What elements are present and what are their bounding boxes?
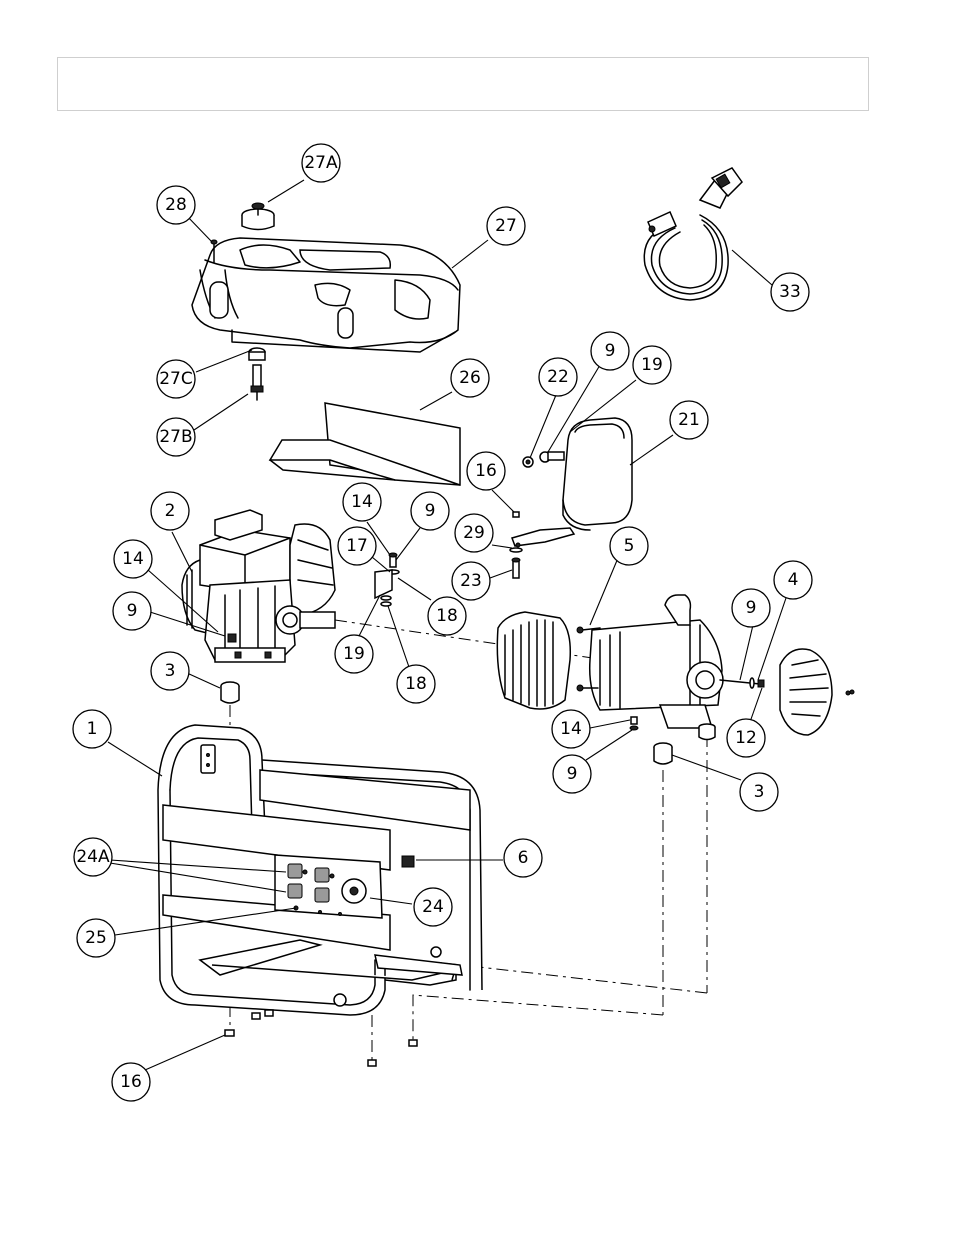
callout-21: 21 [670, 401, 708, 439]
callout-16b: 16 [112, 1063, 150, 1101]
callout-4: 4 [774, 561, 812, 599]
callout-27a: 27A [302, 144, 340, 182]
svg-text:6: 6 [518, 848, 529, 868]
svg-text:21: 21 [678, 410, 700, 430]
svg-text:14: 14 [560, 719, 582, 739]
callout-14c: 14 [552, 710, 590, 748]
callout-5: 5 [610, 527, 648, 565]
svg-text:22: 22 [547, 367, 569, 387]
fuel-cap [242, 203, 274, 230]
callout-18a: 18 [428, 597, 466, 635]
end-cover [780, 649, 854, 735]
svg-text:16: 16 [475, 461, 497, 481]
callout-17: 17 [338, 527, 376, 565]
svg-text:3: 3 [754, 782, 765, 802]
svg-text:27: 27 [495, 216, 517, 236]
svg-text:29: 29 [463, 523, 485, 543]
callout-22: 22 [539, 358, 577, 396]
callout-3b: 3 [740, 773, 778, 811]
svg-text:18: 18 [436, 606, 458, 626]
callout-9d: 9 [732, 589, 770, 627]
svg-text:9: 9 [746, 598, 757, 618]
muffler [512, 418, 632, 547]
callout-18b: 18 [397, 665, 435, 703]
svg-text:12: 12 [735, 728, 757, 748]
rubber-mount-right [654, 724, 715, 764]
callout-26: 26 [451, 359, 489, 397]
rubber-mount-left [221, 682, 239, 703]
svg-text:3: 3 [165, 661, 176, 681]
svg-text:26: 26 [459, 368, 481, 388]
callout-28: 28 [157, 186, 195, 224]
power-cord [644, 168, 742, 300]
callout-12: 12 [727, 719, 765, 757]
callout-29: 29 [455, 514, 493, 552]
callout-9c: 9 [411, 492, 449, 530]
callout-19a: 19 [633, 346, 671, 384]
callout-14a: 14 [114, 540, 152, 578]
svg-text:24A: 24A [76, 847, 110, 867]
svg-text:14: 14 [122, 549, 144, 569]
callout-27: 27 [487, 207, 525, 245]
svg-text:1: 1 [87, 719, 98, 739]
callout-9a: 9 [591, 332, 629, 370]
callout-9b: 9 [113, 592, 151, 630]
svg-text:33: 33 [779, 282, 801, 302]
callout-24a: 24A [74, 838, 112, 876]
svg-text:14: 14 [351, 492, 373, 512]
alternator [497, 595, 723, 728]
heat-shield [270, 403, 460, 485]
svg-text:28: 28 [165, 195, 187, 215]
svg-text:5: 5 [624, 536, 635, 556]
callout-25: 25 [77, 919, 115, 957]
alternator-base-fasteners [630, 717, 638, 730]
callout-9e: 9 [553, 755, 591, 793]
callout-1: 1 [73, 710, 111, 748]
callout-19b: 19 [335, 635, 373, 673]
callout-16a: 16 [467, 452, 505, 490]
outlet-cover [402, 856, 414, 867]
svg-text:19: 19 [343, 644, 365, 664]
frame-nuts [225, 1010, 417, 1066]
svg-text:25: 25 [85, 928, 107, 948]
svg-text:19: 19 [641, 355, 663, 375]
svg-text:24: 24 [422, 897, 444, 917]
svg-text:27C: 27C [159, 369, 193, 389]
svg-text:9: 9 [425, 501, 436, 521]
callout-27c: 27C [157, 360, 195, 398]
callout-27b: 27B [157, 418, 195, 456]
callout-23: 23 [452, 562, 490, 600]
svg-text:17: 17 [346, 536, 368, 556]
callout-3a: 3 [151, 652, 189, 690]
svg-text:23: 23 [460, 571, 482, 591]
callout-2: 2 [151, 492, 189, 530]
svg-text:27B: 27B [159, 427, 192, 447]
svg-text:9: 9 [567, 764, 578, 784]
callout-33: 33 [771, 273, 809, 311]
svg-text:9: 9 [605, 341, 616, 361]
callout-14b: 14 [343, 483, 381, 521]
callout-6: 6 [504, 839, 542, 877]
svg-text:9: 9 [127, 601, 138, 621]
fuel-valve-parts [249, 348, 265, 400]
svg-text:18: 18 [405, 674, 427, 694]
through-bolt [720, 678, 764, 688]
svg-text:27A: 27A [304, 153, 338, 173]
svg-text:4: 4 [788, 570, 799, 590]
callout-24: 24 [414, 888, 452, 926]
svg-text:2: 2 [165, 501, 176, 521]
svg-text:16: 16 [120, 1072, 142, 1092]
fuel-tank [192, 238, 460, 352]
engine [182, 510, 335, 662]
